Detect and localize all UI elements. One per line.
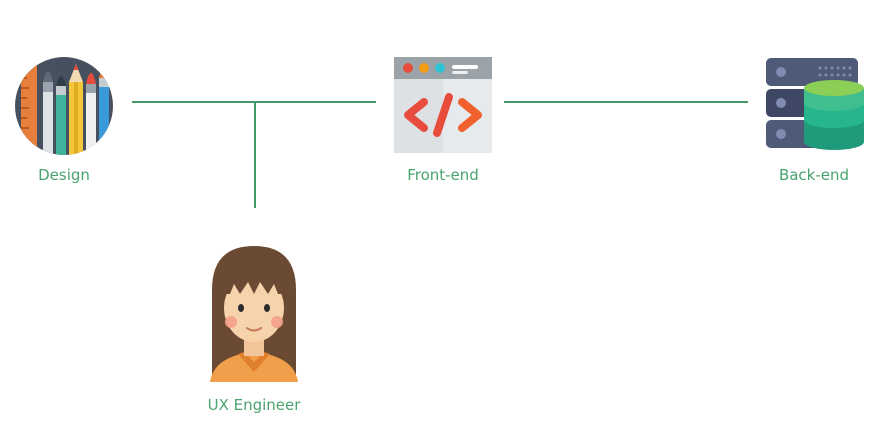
ux-engineer-label: UX Engineer: [207, 396, 301, 414]
design-node: [14, 56, 114, 156]
backend-label: Back-end: [778, 166, 850, 184]
server-database-icon: [766, 58, 864, 150]
girl-avatar-icon: [210, 246, 298, 382]
frontend-node: [394, 57, 492, 153]
paintbrushes-icon: [15, 57, 113, 155]
code-window-icon: [394, 57, 492, 153]
ux-engineer-node: [204, 244, 304, 382]
design-label: Design: [38, 166, 90, 184]
connector-branch-ux: [254, 102, 256, 208]
frontend-label: Front-end: [407, 166, 479, 184]
backend-node: [766, 58, 864, 152]
connector-frontend-backend: [504, 101, 748, 103]
